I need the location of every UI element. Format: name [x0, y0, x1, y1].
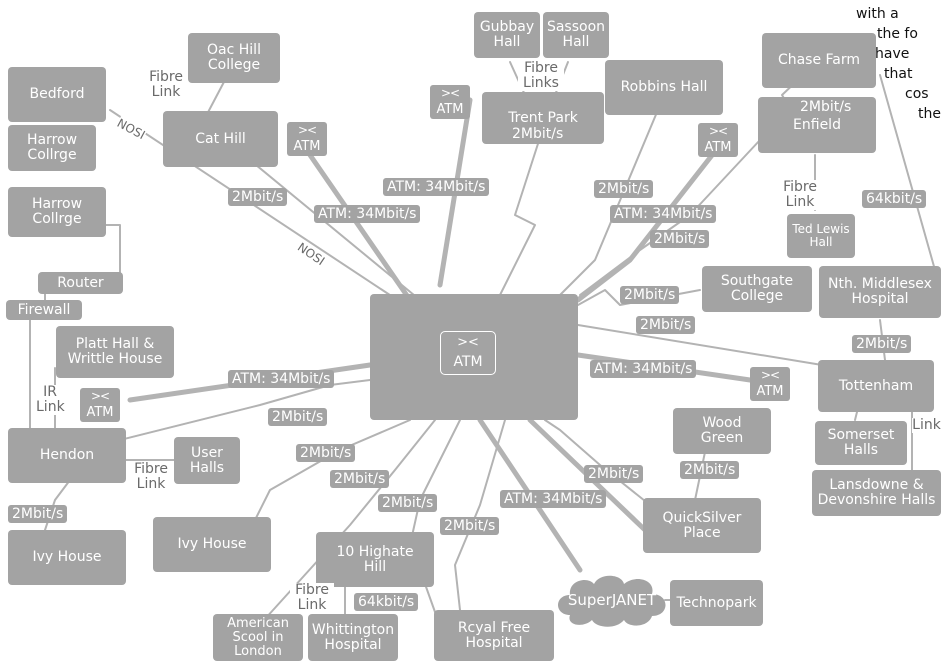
- cloud-icon: [558, 575, 666, 627]
- speed-label-highate-1: 2Mbit/s: [330, 470, 390, 488]
- speed-label-quicksilver: 2Mbit/s: [584, 465, 644, 483]
- speed-label-hendon: 2Mbit/s: [268, 408, 328, 426]
- node-cat-hill: Cat Hill: [163, 111, 278, 167]
- node-royal-free-hospital: Rcyal Free Hospital: [434, 610, 554, 661]
- speed-label-chase-farm: 2Mbit/s: [796, 98, 856, 116]
- link-label-fibre-enfield: Fibre Link: [780, 180, 820, 210]
- speed-label-southgate: 2Mbit/s: [620, 286, 680, 304]
- link-royalfree-hub: [454, 419, 506, 611]
- node-gubbay-hall: Gubbay Hall: [474, 12, 540, 58]
- crossed-arrows-icon: ><: [760, 368, 780, 382]
- node-user-halls: User Halls: [174, 437, 240, 484]
- speed-label-trent: 2Mbit/s: [508, 125, 568, 143]
- note-text: cos: [905, 86, 929, 102]
- speed-label-ivy-house-2: 2Mbit/s: [296, 444, 356, 462]
- node-southgate-college: Southgate College: [702, 266, 812, 312]
- atm-switch-hendon: ><ATM: [80, 388, 120, 422]
- node-ivy-house-1: Ivy House: [8, 530, 126, 585]
- link-american-hub: [254, 419, 436, 631]
- superjanet-cloud: SuperJANET: [552, 570, 672, 630]
- speed-label-highate-2: 2Mbit/s: [378, 494, 438, 512]
- note-text: have: [875, 46, 910, 62]
- link-trent-hub: [499, 121, 546, 296]
- node-router: Router: [38, 272, 123, 294]
- node-harrow-college-1: Harrow Collrge: [8, 125, 96, 171]
- central-atm-hub: >< ATM: [370, 294, 578, 420]
- atm-link-enfield: [575, 142, 723, 303]
- crossed-arrows-icon: ><: [457, 335, 479, 350]
- speed-label-royal-free: 2Mbit/s: [440, 517, 500, 535]
- node-sassoon-hall: Sassoon Hall: [543, 12, 609, 58]
- node-tottenham: Tottenham: [818, 360, 934, 412]
- speed-label-trent-atm: ATM: 34Mbit/s: [383, 178, 490, 196]
- node-quicksilver-place: QuickSilver Place: [643, 498, 761, 553]
- link-bedford-hub: [109, 109, 406, 306]
- crossed-arrows-icon: ><: [440, 86, 460, 100]
- link-robbins-hub: [559, 104, 661, 296]
- link-label-somerset: Link: [912, 417, 941, 433]
- speed-label-highate-64k: 64kbit/s: [354, 593, 419, 611]
- link-ivy2-hub: [254, 419, 411, 521]
- node-wood-green: Wood Green: [673, 408, 771, 454]
- atm-switch-cathill: ><ATM: [287, 122, 327, 156]
- speed-label-wood-green: 2Mbit/s: [680, 461, 740, 479]
- speed-label-cathill: 2Mbit/s: [228, 188, 288, 206]
- node-harrow-college-2: Harrow Collrge: [8, 187, 106, 237]
- node-oac-hill-college: Oac Hill College: [188, 33, 280, 83]
- node-american-school: American Scool in London: [213, 614, 303, 661]
- node-whittington-hospital: Whittington Hospital: [308, 614, 398, 661]
- node-10-highate-hill: 10 Highate Hill: [316, 532, 434, 587]
- node-ted-lewis-hall: Ted Lewis Hall: [787, 214, 855, 258]
- node-firewall: Firewall: [6, 300, 82, 320]
- note-text: that: [884, 66, 913, 82]
- note-text: the fo: [877, 26, 918, 42]
- atm-switch-enfield: ><ATM: [698, 123, 738, 157]
- speed-label-tottenham: 2Mbit/s: [636, 316, 696, 334]
- speed-label-quicksilver-atm: ATM: 34Mbit/s: [500, 490, 607, 508]
- speed-label-nth-tottenham: 2Mbit/s: [852, 335, 912, 353]
- speed-label-robbins: 2Mbit/s: [594, 180, 654, 198]
- link-label-fibre-hendon: Fibre Link: [128, 462, 174, 492]
- node-ivy-house-2: Ivy House: [153, 517, 271, 572]
- link-tottenham-hub: [577, 324, 823, 366]
- link-quicksilver-hub: [544, 419, 651, 506]
- speed-label-enfield-atm: ATM: 34Mbit/s: [610, 205, 717, 223]
- link-label-fibre-oac: Fibre Link: [144, 70, 188, 100]
- link-chase-nth: [879, 74, 936, 271]
- node-hendon: Hendon: [8, 428, 126, 483]
- link-hendon-hub: [99, 379, 371, 446]
- node-nth-middlesex-hospital: Nth. Middlesex Hospital: [819, 266, 941, 318]
- node-technopark: Technopark: [670, 580, 763, 626]
- crossed-arrows-icon: ><: [708, 124, 728, 138]
- link-label-fibre-whittington: Fibre Link: [290, 583, 334, 613]
- atm-switch-trent: ><ATM: [430, 85, 470, 119]
- speed-label-ivy-house-1: 2Mbit/s: [8, 505, 68, 523]
- speed-label-hendon-atm: ATM: 34Mbit/s: [228, 370, 335, 388]
- node-robbins-hall: Robbins Hall: [605, 60, 723, 115]
- link-label-fibre-trent: Fibre Links: [518, 61, 564, 91]
- node-lansdowne-devonshire-halls: Lansdowne & Devonshire Halls: [812, 470, 941, 516]
- node-somerset-halls: Somerset Halls: [815, 421, 907, 465]
- atm-link-cathill: [307, 152, 413, 303]
- crossed-arrows-icon: ><: [90, 389, 110, 403]
- speed-label-cathill-atm: ATM: 34Mbit/s: [314, 205, 421, 223]
- speed-label-nth-middlesex: 64kbit/s: [862, 190, 927, 208]
- node-platt-hall: Platt Hall & Writtle House: [56, 326, 174, 378]
- node-trent-park: Trent Park: [482, 92, 604, 144]
- node-bedford: Bedford: [8, 67, 106, 122]
- note-text: the: [918, 106, 941, 122]
- crossed-arrows-icon: ><: [297, 123, 317, 137]
- node-chase-farm: Chase Farm: [762, 33, 876, 88]
- note-text: with a: [856, 6, 899, 22]
- atm-switch-tottenham: ><ATM: [750, 367, 790, 401]
- link-label-ir: IR Link: [36, 384, 65, 415]
- speed-label-tottenham-atm: ATM: 34Mbit/s: [590, 360, 697, 378]
- hub-atm-icon: >< ATM: [440, 331, 496, 375]
- speed-label-enfield: 2Mbit/s: [650, 230, 710, 248]
